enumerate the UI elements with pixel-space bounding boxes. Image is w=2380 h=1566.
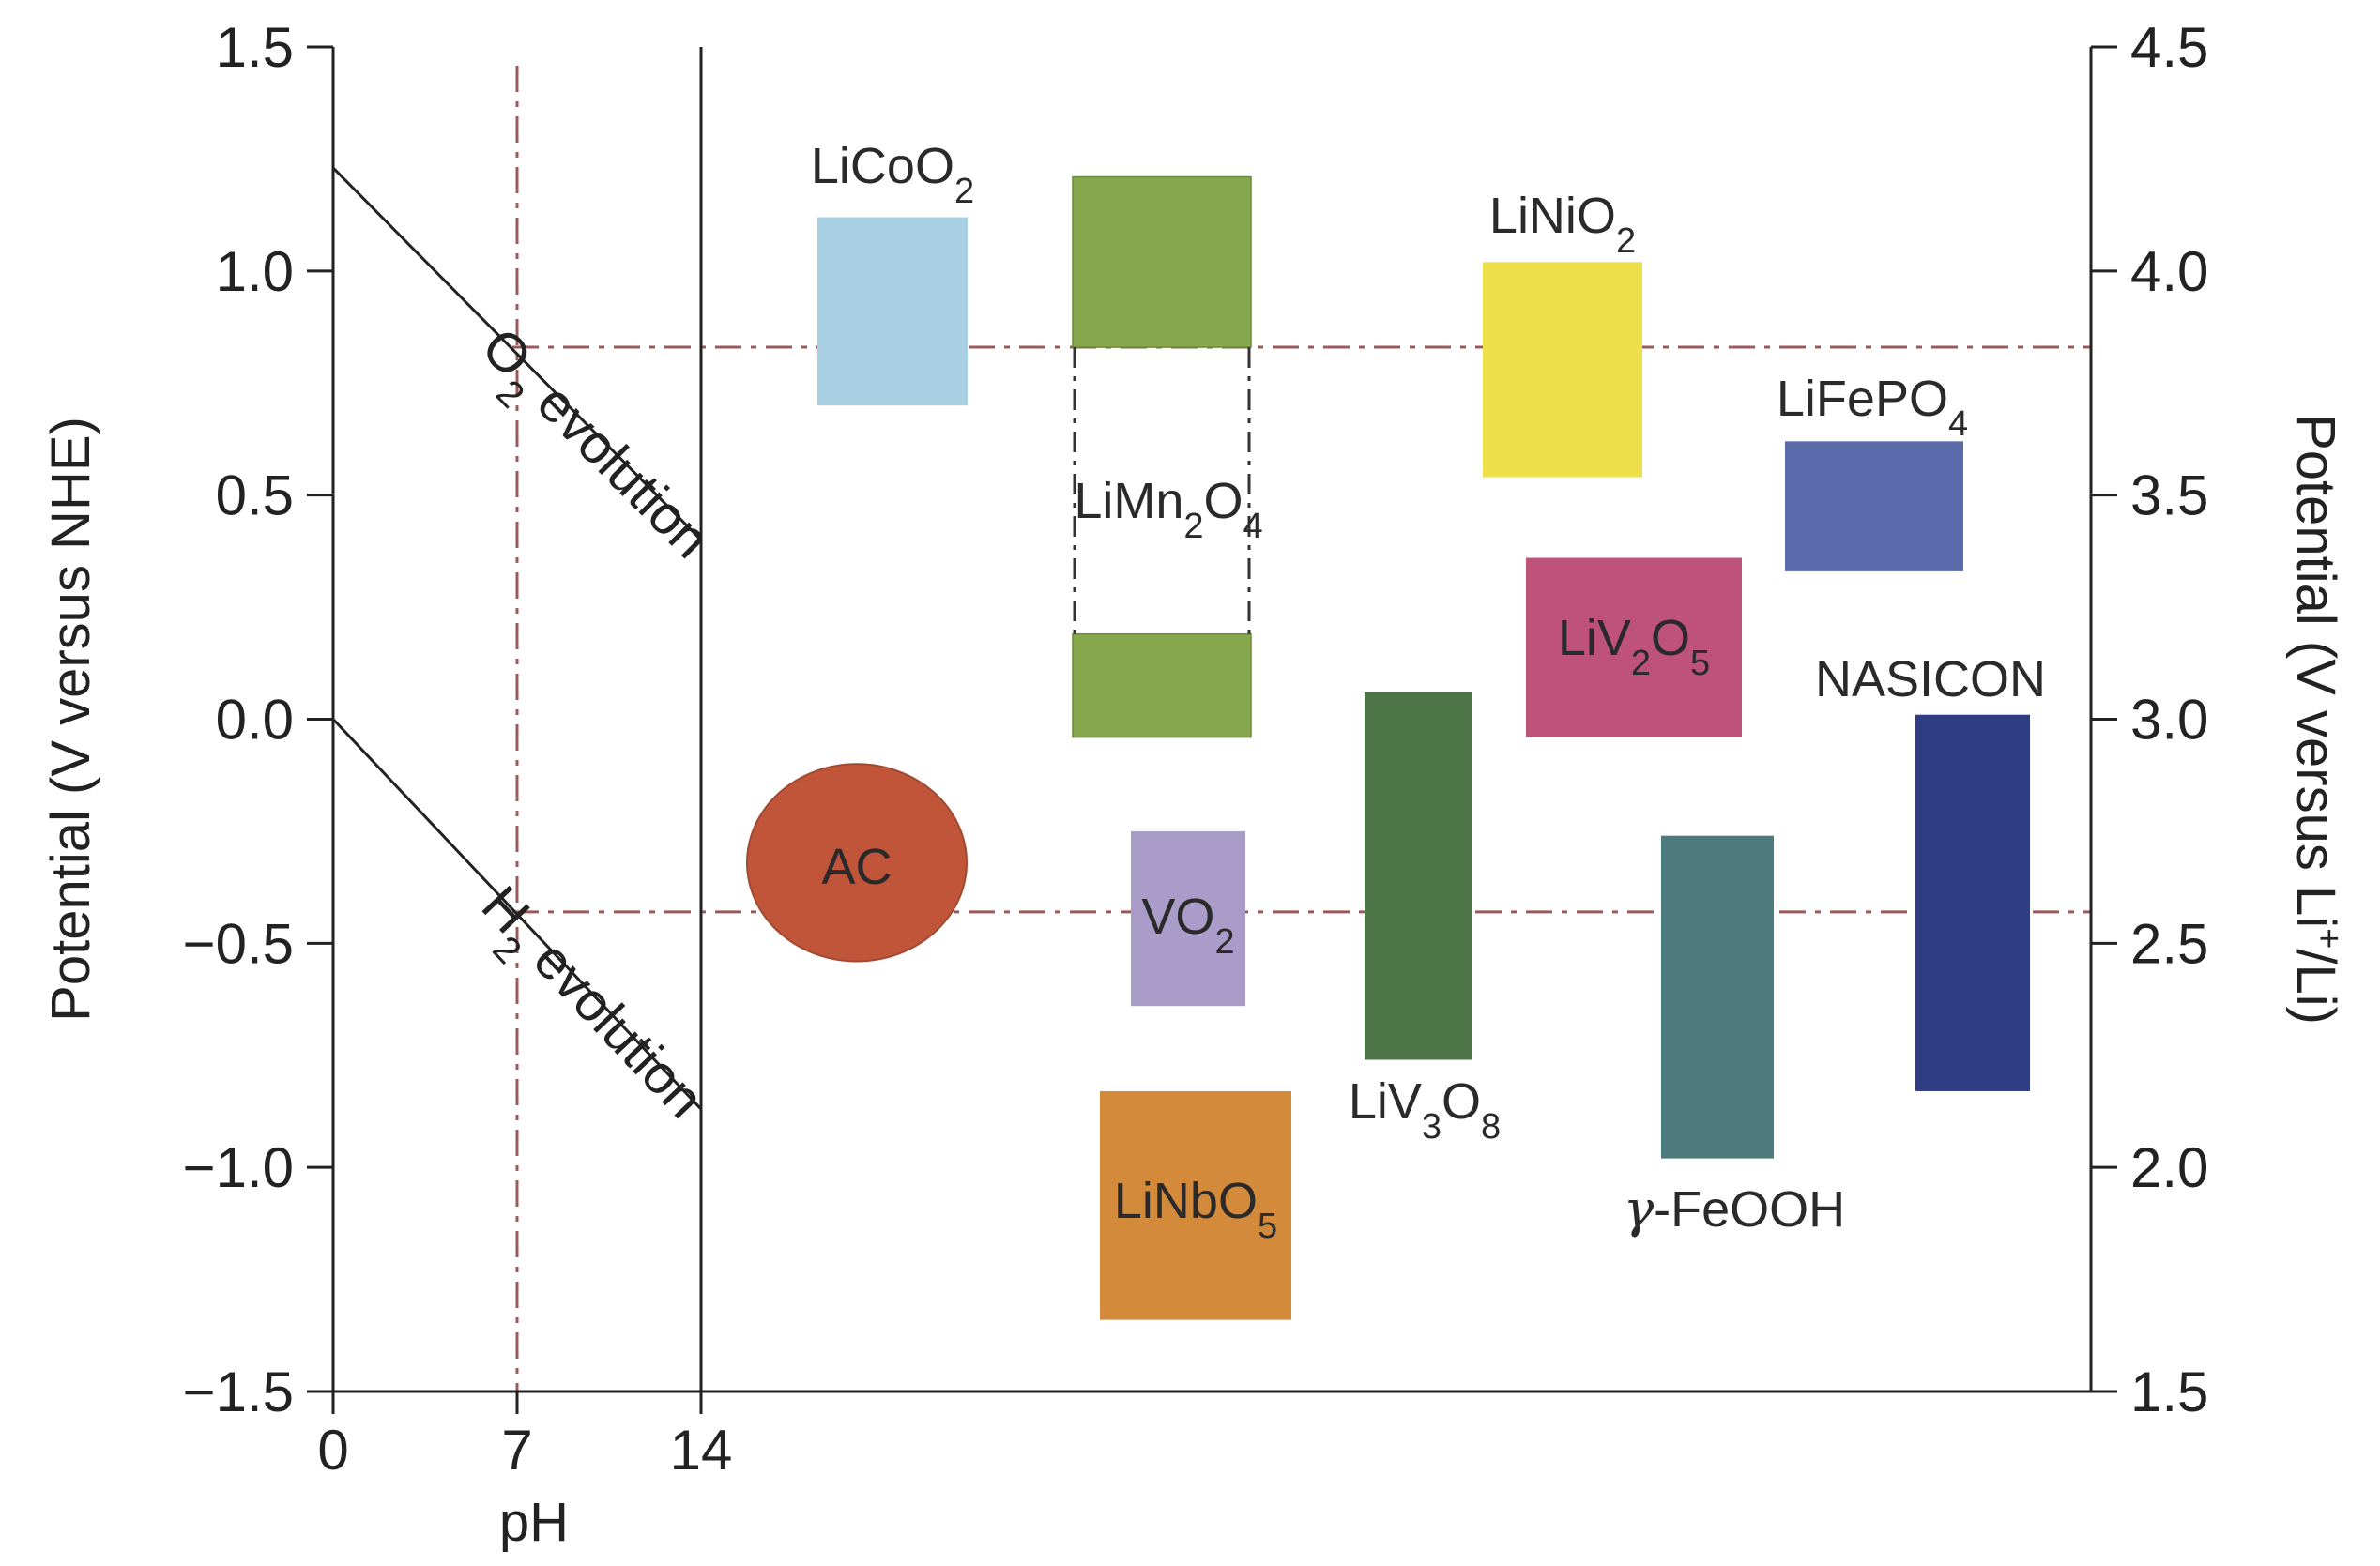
evolution-lines-layer: O2 evolution H2 evolution [331,166,722,1141]
material-label--feooh: γ-FeOOH [1624,1179,1845,1239]
left-tick-label: 1.5 [216,16,294,79]
left-tick-label: 0.0 [216,689,294,752]
material-limn2o4-segment-0 [1072,175,1252,348]
axis-titles-layer: pH Potential (V versus NHE) Potential (V v… [40,414,2348,1553]
material-label-lifepo4: LiFePO4 [1777,371,1968,444]
evolution-label-0: O2 evolution [458,316,722,582]
x-tick-label: 0 [317,1419,348,1482]
right-tick-label: 2.0 [2130,1136,2208,1199]
material-liv3o8 [1365,692,1472,1060]
material-label-linio2: LiNiO2 [1489,188,1636,261]
right-tick-label: 3.0 [2130,689,2208,752]
x-tick-label: 7 [501,1419,532,1482]
material-linbo5 [1100,1090,1291,1320]
material-limn2o4-segment-1 [1072,632,1252,738]
right-tick-label: 2.5 [2130,912,2208,975]
evolution-line-0 [331,166,703,541]
left-tick-label: 1.0 [216,240,294,303]
left-tick-label: 0.5 [216,464,294,527]
evolution-label-1: H2 evolution [458,874,716,1141]
axes-layer: 1.5 1.0 0.5 0.0 −0.5 −1.0 −1.5 4.5 4.0 3.5 3.0 2.5 2… [183,16,2209,1482]
material-nasicon [1915,714,2030,1091]
material-vo2 [1131,830,1245,1007]
material-label-ac: AC [821,839,892,895]
left-tick-label: −1.0 [183,1136,294,1199]
material--feooh [1661,835,1774,1159]
material-licoo2 [817,217,968,406]
left-axis-title: Potential (V versus NHE) [40,417,101,1022]
material-lifepo4 [1785,441,1963,571]
material-label-nasicon: NASICON [1815,651,2046,707]
material-ac [746,763,968,963]
evolution-line-1 [331,718,703,1111]
right-tick-label: 1.5 [2130,1361,2208,1423]
material-label-licoo2: LiCoO2 [811,138,974,211]
material-label-limn2o4: LiMn2O4 [1074,473,1262,546]
material-label-linbo5: LiNbO5 [1114,1173,1277,1246]
right-tick-label: 4.0 [2130,240,2208,303]
left-tick-label: −1.5 [183,1361,294,1423]
x-axis-title: pH [499,1492,569,1553]
right-tick-label: 3.5 [2130,464,2208,527]
right-axis-title: Potential (V versus Li+/Li) [2285,414,2348,1025]
material-label-liv3o8: LiV3O8 [1349,1073,1501,1147]
reference-lines-layer [512,66,2091,1391]
material-label-vo2: VO2 [1141,889,1234,962]
material-liv2o5 [1526,557,1742,737]
right-tick-label: 4.5 [2130,16,2208,79]
material-linio2 [1483,262,1642,478]
x-tick-label: 14 [670,1419,733,1482]
left-tick-label: −0.5 [183,912,294,975]
material-label-liv2o5: LiV2O5 [1558,610,1710,683]
